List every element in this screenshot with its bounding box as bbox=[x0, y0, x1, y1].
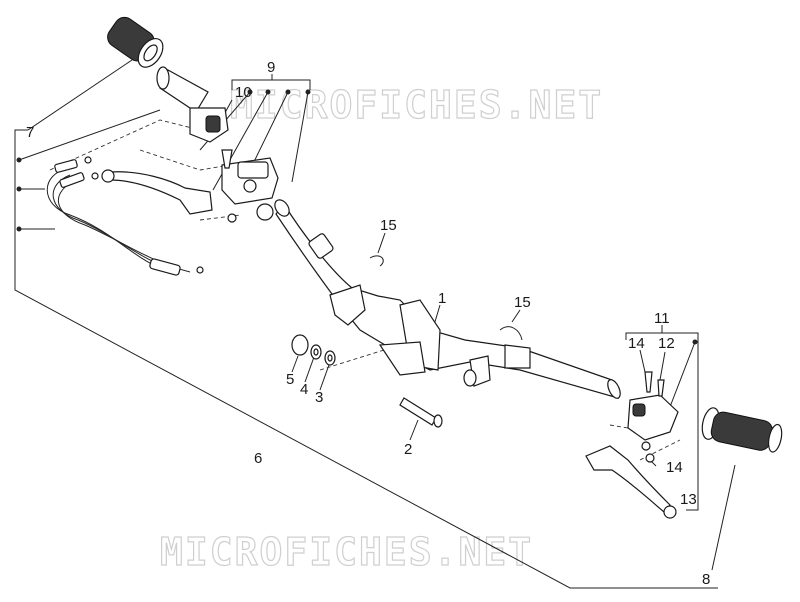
retaining-clips bbox=[369, 255, 523, 341]
callout-7: 7 bbox=[26, 124, 34, 141]
throttle-cables bbox=[46, 156, 204, 276]
leader-lines bbox=[14, 59, 736, 589]
callout-12: 12 bbox=[658, 335, 675, 352]
brake-master-cylinder bbox=[221, 149, 279, 223]
mounting-bolt bbox=[399, 397, 443, 428]
handlebar bbox=[274, 199, 621, 399]
assembly-dashes bbox=[49, 119, 681, 461]
right-lever-bracket bbox=[627, 371, 679, 463]
callout-15-upper: 15 bbox=[380, 217, 397, 234]
callout-1: 1 bbox=[438, 290, 446, 307]
callout-9: 9 bbox=[267, 59, 275, 76]
callout-15-lower: 15 bbox=[514, 294, 531, 311]
callout-14-top: 14 bbox=[628, 335, 645, 352]
throttle-tube bbox=[156, 66, 209, 113]
right-grip bbox=[701, 407, 783, 453]
callout-13: 13 bbox=[680, 491, 697, 508]
watermark-top: MICROFICHES.NET bbox=[230, 83, 603, 127]
callout-2: 2 bbox=[404, 441, 412, 458]
callout-3: 3 bbox=[315, 389, 323, 406]
nut-and-washers bbox=[291, 334, 336, 366]
watermark-bottom: MICROFICHES.NET bbox=[160, 530, 533, 574]
leader-dots bbox=[16, 89, 698, 345]
callout-8: 8 bbox=[702, 571, 710, 588]
callout-10: 10 bbox=[235, 84, 252, 101]
callout-6: 6 bbox=[254, 450, 262, 467]
callout-11: 11 bbox=[654, 310, 670, 327]
throttle-housing bbox=[189, 107, 229, 143]
right-brake-lever bbox=[585, 445, 677, 519]
callout-5: 5 bbox=[286, 371, 294, 388]
left-brake-lever bbox=[101, 169, 213, 215]
left-grip bbox=[107, 16, 164, 68]
callout-4: 4 bbox=[300, 381, 308, 398]
callout-14-bottom: 14 bbox=[666, 459, 683, 476]
callout-labels: 1 2 3 4 5 6 7 8 9 10 11 12 13 14 14 15 1… bbox=[26, 59, 710, 588]
